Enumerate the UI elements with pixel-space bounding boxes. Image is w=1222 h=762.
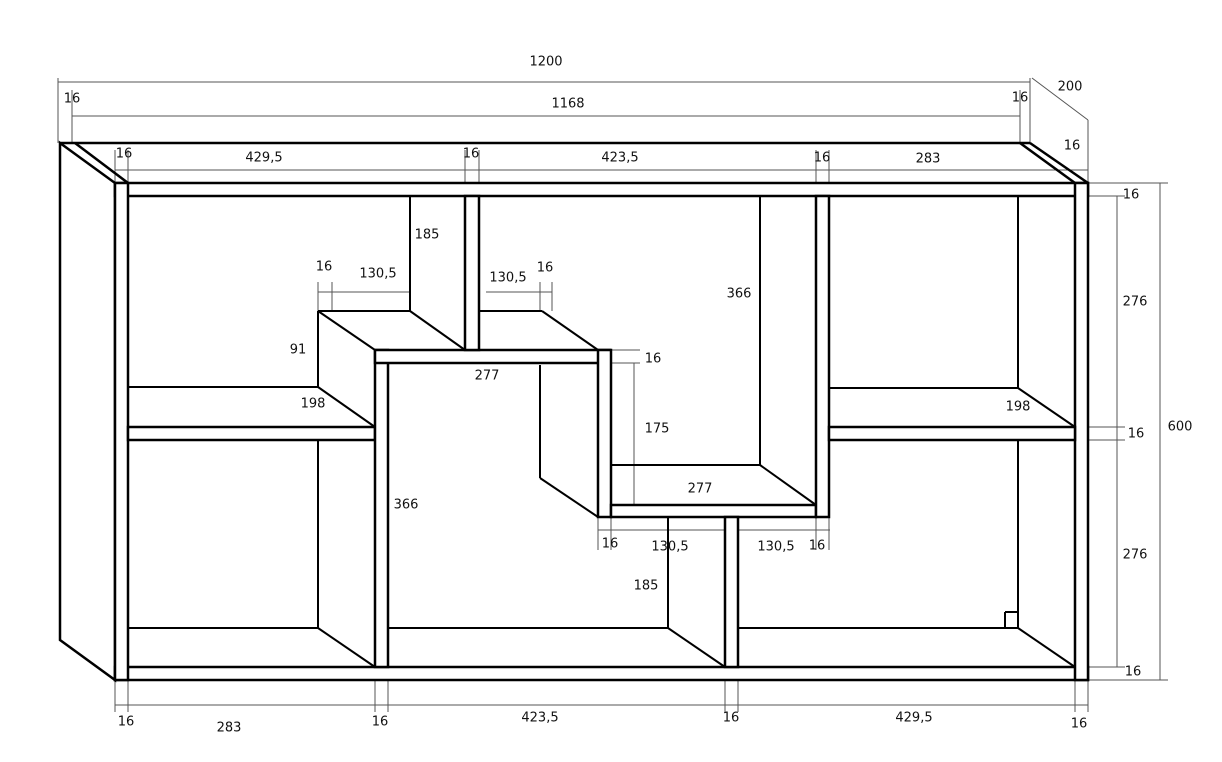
dimension-label: 175 bbox=[644, 421, 670, 437]
back-edge-line bbox=[409, 310, 466, 351]
top-edge-line bbox=[74, 142, 129, 184]
dimension-label: 185 bbox=[633, 578, 659, 594]
dimension-label: 366 bbox=[393, 497, 419, 513]
bottom-panel bbox=[113, 665, 1090, 682]
back-edge-line bbox=[541, 310, 599, 351]
back-edge-line bbox=[317, 627, 376, 668]
dimension-label: 130,5 bbox=[359, 266, 397, 282]
dimension-label: 16 bbox=[722, 710, 740, 726]
dimension-label: 130,5 bbox=[651, 539, 689, 555]
shelf-right bbox=[827, 425, 1077, 442]
dimension-label: 423,5 bbox=[521, 710, 559, 726]
top-edge-line bbox=[1019, 141, 1076, 185]
divider-top-center bbox=[463, 194, 481, 352]
back-edge-line bbox=[759, 464, 817, 506]
dimension-label: 276 bbox=[1122, 294, 1148, 310]
dimension-line bbox=[1031, 77, 1089, 121]
divider-bottom-center bbox=[723, 515, 740, 669]
right-panel bbox=[1073, 181, 1090, 682]
shelf-center-low bbox=[609, 503, 818, 519]
dimension-label: 16 bbox=[1122, 187, 1140, 203]
dimension-label: 91 bbox=[289, 342, 307, 358]
top-edge-line bbox=[1029, 141, 1089, 185]
dimension-label: 429,5 bbox=[245, 150, 283, 166]
dimension-label: 423,5 bbox=[601, 150, 639, 166]
back-edge-line bbox=[317, 386, 376, 428]
dimension-label: 130,5 bbox=[489, 270, 527, 286]
dimension-label: 277 bbox=[474, 368, 500, 384]
back-edge-line bbox=[539, 477, 599, 518]
left-panel bbox=[113, 181, 130, 682]
dimension-label: 16 bbox=[1124, 664, 1142, 680]
left-side-panel bbox=[58, 140, 117, 683]
dimension-label: 16 bbox=[371, 714, 389, 730]
dimension-label: 277 bbox=[687, 481, 713, 497]
dimension-label: 16 bbox=[601, 536, 619, 552]
dimension-label: 366 bbox=[726, 286, 752, 302]
dimension-label: 16 bbox=[808, 538, 826, 554]
divider-left bbox=[373, 348, 390, 669]
divider-right bbox=[814, 194, 831, 519]
back-edge-line bbox=[1017, 627, 1076, 668]
back-edge-line bbox=[317, 310, 376, 351]
dimension-label: 600 bbox=[1167, 419, 1193, 435]
dimension-label: 198 bbox=[300, 396, 326, 412]
dimension-label: 16 bbox=[1127, 426, 1145, 442]
shelf-left bbox=[126, 425, 377, 442]
dimension-label: 16 bbox=[117, 714, 135, 730]
dimension-label: 429,5 bbox=[895, 710, 933, 726]
dimension-label: 185 bbox=[414, 227, 440, 243]
dimension-label: 1200 bbox=[529, 54, 563, 70]
dimension-label: 198 bbox=[1005, 399, 1031, 415]
dimension-label: 1168 bbox=[551, 96, 585, 112]
top-panel bbox=[113, 181, 1090, 198]
divider-center bbox=[596, 348, 613, 519]
dimension-label: 16 bbox=[1070, 716, 1088, 732]
dimension-label: 16 bbox=[1011, 90, 1029, 106]
dimension-label: 200 bbox=[1057, 79, 1083, 95]
dimension-label: 16 bbox=[63, 91, 81, 107]
dimension-label: 16 bbox=[115, 146, 133, 162]
dimension-label: 16 bbox=[813, 150, 831, 166]
dimension-label: 283 bbox=[216, 720, 242, 736]
back-edge-line bbox=[1017, 387, 1076, 428]
dimension-label: 283 bbox=[915, 151, 941, 167]
dimension-label: 16 bbox=[644, 351, 662, 367]
dimension-label: 16 bbox=[462, 146, 480, 162]
shelf-middle-top bbox=[373, 348, 612, 365]
dimension-label: 16 bbox=[536, 260, 554, 276]
dimension-label: 130,5 bbox=[757, 539, 795, 555]
back-edge-line bbox=[667, 627, 726, 668]
dimension-label: 16 bbox=[315, 259, 333, 275]
dimension-label: 16 bbox=[1063, 138, 1081, 154]
dimension-label: 276 bbox=[1122, 547, 1148, 563]
